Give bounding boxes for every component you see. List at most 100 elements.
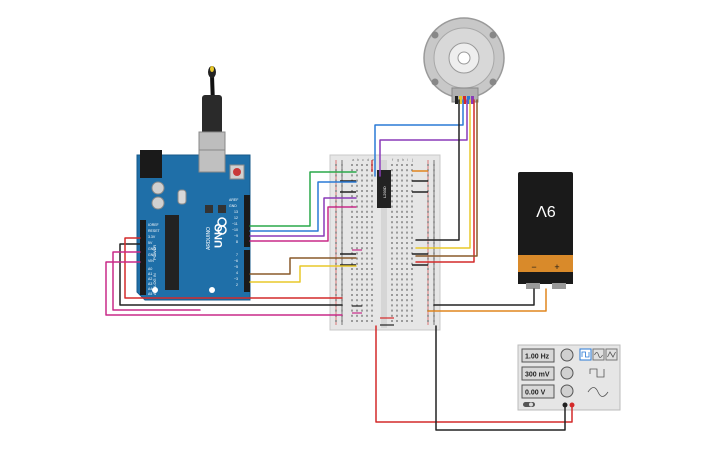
breadboard-hole — [351, 288, 353, 291]
breadboard-hole — [427, 283, 429, 286]
stepper-motor[interactable] — [423, 17, 505, 104]
breadboard-hole — [335, 216, 337, 218]
breadboard-hole — [335, 252, 337, 255]
frequency-display — [521, 348, 555, 363]
breadboard-hole — [341, 262, 343, 265]
pin-label: ~10 — [232, 228, 238, 232]
breadboard-hole — [366, 179, 368, 182]
breadboard-hole — [371, 184, 373, 187]
breadboard-hole — [356, 252, 358, 255]
breadboard-hole — [361, 200, 363, 203]
breadboard-hole — [356, 231, 358, 234]
arduino-power-header: POWER — [152, 245, 157, 260]
breadboard-hole — [433, 205, 435, 208]
breadboard-hole — [401, 283, 403, 286]
breadboard-hole — [341, 221, 343, 224]
breadboard-hole — [335, 242, 337, 244]
breadboard-hole — [396, 309, 398, 312]
breadboard-hole — [361, 252, 363, 255]
breadboard-hole — [356, 309, 358, 312]
breadboard-hole — [341, 216, 343, 218]
breadboard-hole — [396, 164, 398, 166]
breadboard-hole — [433, 314, 435, 317]
pin-label: GND — [229, 204, 237, 208]
breadboard-hole — [391, 257, 393, 260]
breadboard-hole — [391, 221, 393, 224]
breadboard-hole — [396, 205, 398, 208]
wire-d10-blue — [249, 181, 357, 232]
breadboard-hole — [396, 236, 398, 239]
breadboard-hole — [427, 288, 429, 291]
breadboard-hole — [366, 268, 368, 270]
square-preview-icon — [589, 368, 605, 378]
breadboard-hole — [335, 299, 337, 302]
breadboard-hole — [391, 242, 393, 244]
breadboard-hole — [361, 226, 363, 229]
breadboard-hole — [356, 299, 358, 302]
breadboard-hole — [406, 200, 408, 203]
breadboard-hole — [366, 210, 368, 213]
breadboard-hole — [351, 190, 353, 192]
breadboard-hole — [411, 268, 413, 270]
breadboard-hole — [335, 294, 337, 296]
pin-label: A4 — [148, 287, 152, 291]
breadboard-hole — [351, 242, 353, 244]
breadboard-hole — [356, 273, 358, 276]
l293d-chip[interactable] — [377, 170, 391, 208]
arduino-logo-text: UNO — [213, 223, 225, 248]
battery-9v[interactable]: 9V − + — [518, 172, 573, 289]
breadboard-hole — [341, 236, 343, 239]
breadboard-hole — [391, 231, 393, 234]
breadboard-hole — [411, 314, 413, 317]
breadboard-hole — [341, 283, 343, 286]
offset-knob[interactable] — [560, 384, 574, 398]
breadboard-hole — [361, 242, 363, 244]
breadboard-hole — [401, 221, 403, 224]
function-generator[interactable]: 1.00 Hz 300 mV 0.00 V — [517, 344, 621, 411]
breadboard-hole — [433, 169, 435, 172]
wire-motor-blue — [374, 99, 464, 177]
breadboard-hole — [335, 314, 337, 317]
arduino-digital-labels: AREF GND 13 12 ~11 ~10 ~9 8 7 ~6 ~5 4 ~3… — [229, 198, 238, 287]
breadboard-hole — [366, 309, 368, 312]
breadboard-hole — [401, 205, 403, 208]
offset-display — [521, 384, 555, 399]
wires — [105, 99, 573, 431]
triangle-wave-icon — [607, 351, 616, 358]
breadboard-hole — [401, 304, 403, 307]
frequency-knob[interactable] — [560, 348, 574, 362]
breadboard-hole — [391, 216, 393, 218]
breadboard-hole — [356, 216, 358, 218]
breadboard-hole — [366, 190, 368, 192]
amplitude-knob[interactable] — [560, 366, 574, 380]
breadboard-hole — [401, 195, 403, 198]
battery-label: 9V — [536, 202, 556, 219]
breadboard-hole — [356, 268, 358, 270]
breadboard-hole — [406, 174, 408, 177]
breadboard-hole — [396, 174, 398, 177]
pin-label: A3 — [148, 282, 152, 286]
breadboard-hole — [361, 216, 363, 218]
breadboard-hole — [361, 174, 363, 177]
breadboard-hole — [391, 195, 393, 198]
breadboard-hole — [433, 200, 435, 203]
breadboard-hole — [396, 242, 398, 244]
breadboard-hole — [366, 257, 368, 260]
breadboard-hole — [433, 179, 435, 182]
breadboard-hole — [371, 242, 373, 244]
breadboard-hole — [411, 190, 413, 192]
breadboard-hole — [361, 231, 363, 234]
breadboard-hole — [411, 283, 413, 286]
breadboard-hole — [427, 320, 429, 322]
breadboard-hole — [396, 314, 398, 317]
col-label: i — [407, 157, 408, 162]
breadboard-hole — [406, 205, 408, 208]
arduino-uno[interactable]: UNO ARDUINO AREF GND 13 12 ~11 ~10 ~9 8 … — [136, 66, 251, 301]
breadboard-hole — [371, 200, 373, 203]
breadboard-hole — [391, 294, 393, 296]
breadboard-hole — [401, 174, 403, 177]
breadboard-hole — [361, 247, 363, 250]
wire-d11-green — [249, 171, 357, 227]
breadboard-hole — [391, 174, 393, 177]
breadboard-hole — [351, 174, 353, 177]
